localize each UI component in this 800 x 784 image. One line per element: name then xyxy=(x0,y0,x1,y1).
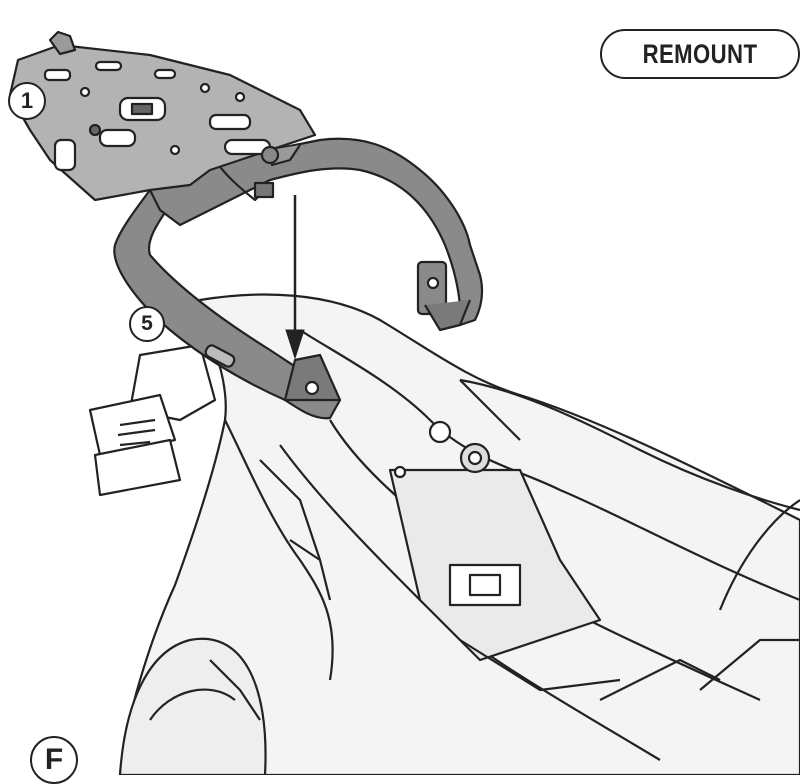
remount-badge: REMOUNT xyxy=(600,29,800,79)
step-letter: F xyxy=(44,743,64,776)
part-callout-5: 5 xyxy=(129,306,165,342)
fitting-arrow xyxy=(285,195,305,360)
remount-label: REMOUNT xyxy=(642,38,758,69)
part-callout-1-number: 1 xyxy=(20,88,34,113)
rack-top-plate xyxy=(8,30,317,202)
motorcycle-rear-body xyxy=(88,293,800,775)
part-callout-1: 1 xyxy=(8,82,46,120)
part-callout-5-number: 5 xyxy=(141,312,153,335)
step-label: F xyxy=(30,736,78,784)
